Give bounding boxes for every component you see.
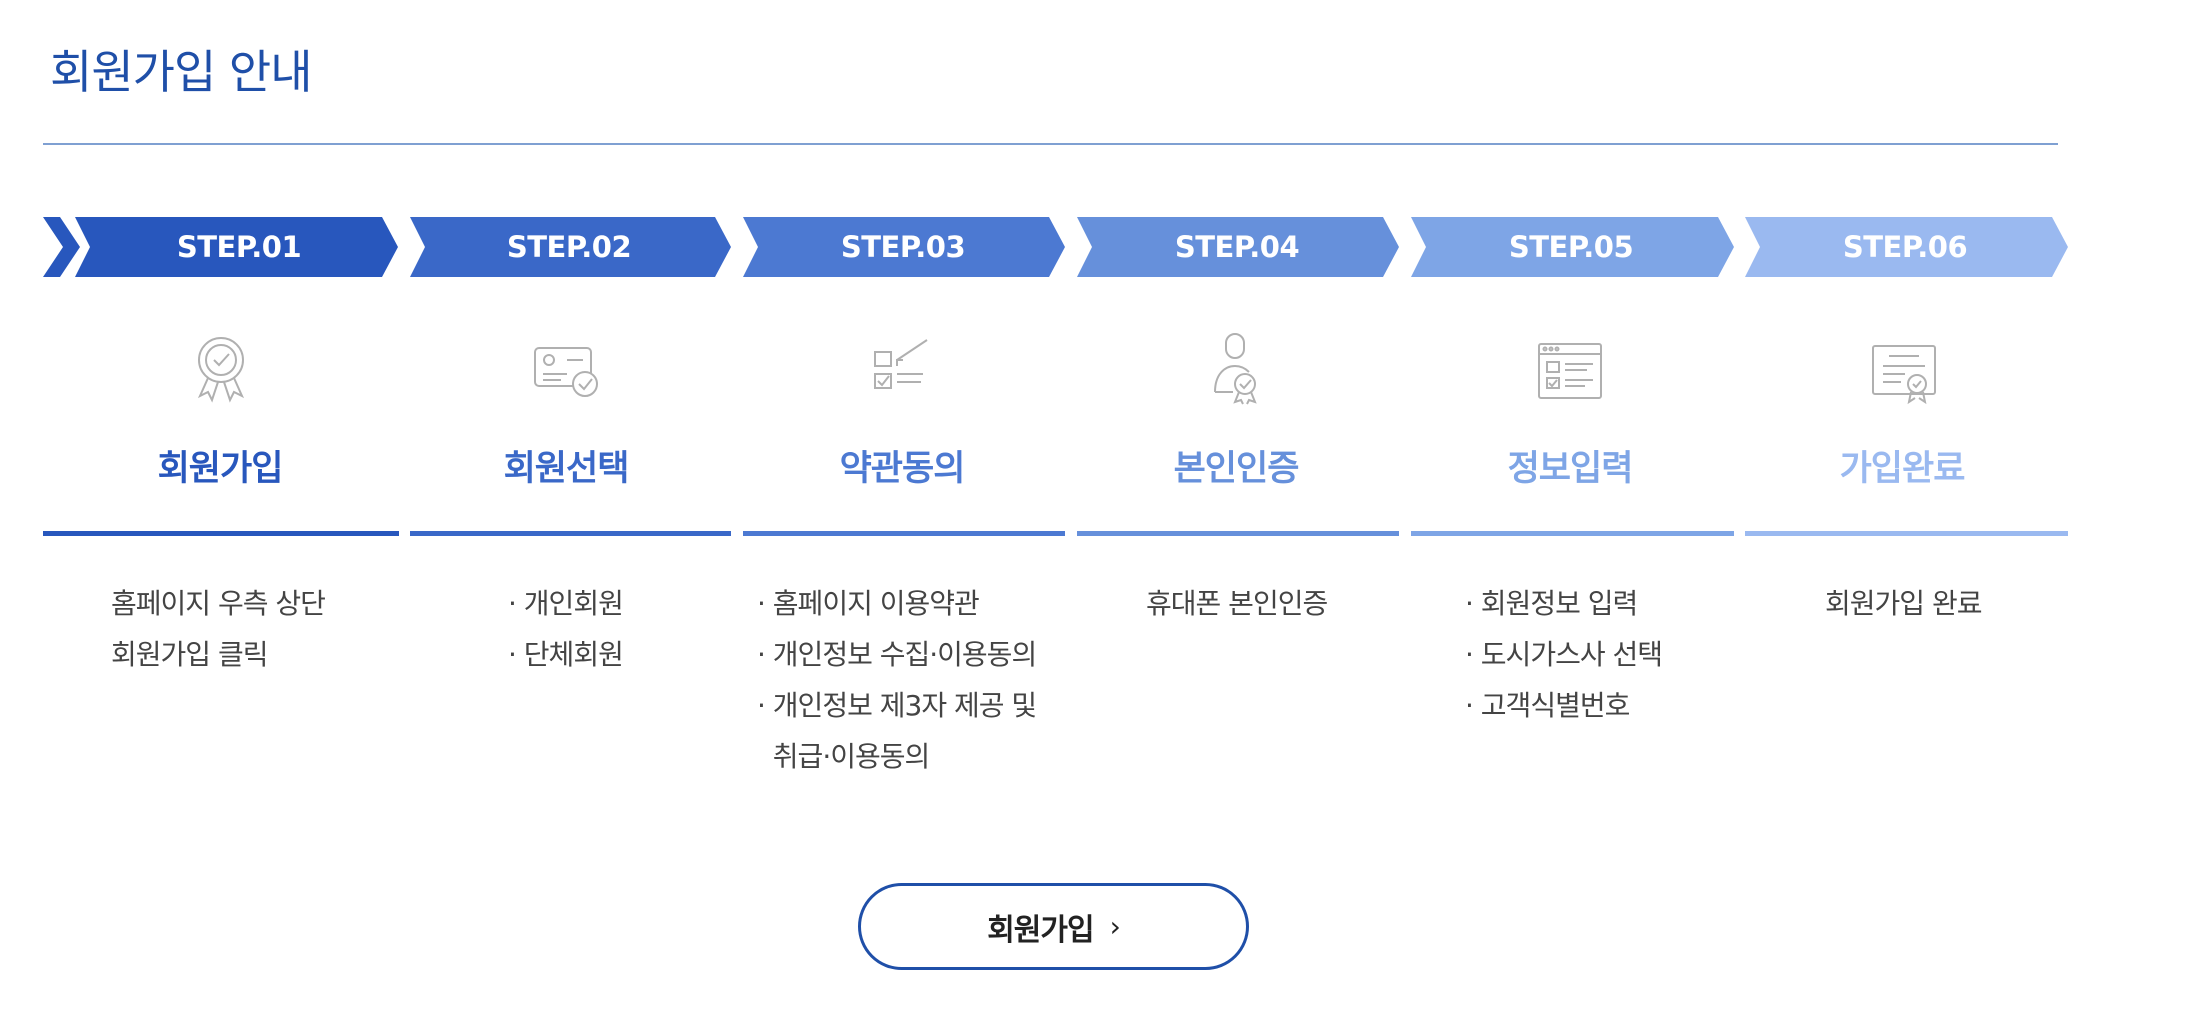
step-4-header: STEP.04: [1068, 215, 1406, 279]
step-1-desc-line: 홈페이지 우측 상단: [111, 587, 326, 620]
step-6-underline: [1745, 531, 2068, 536]
step-3-label: STEP.03: [840, 230, 966, 264]
step-3-desc-line: · 홈페이지 이용약관: [757, 587, 980, 620]
step-arrow-4: [1077, 217, 1399, 277]
chevron-right-icon: ›: [1109, 910, 1121, 943]
step-6-header: STEP.06: [1736, 215, 2074, 279]
step-arrow-6: [1745, 217, 2068, 277]
step-arrow-5: [1411, 217, 1734, 277]
step-arrow-3: [743, 217, 1065, 277]
step-1-header: STEP.01: [70, 215, 408, 279]
step-2-header: STEP.02: [400, 215, 738, 279]
step-1-desc-line: 회원가입 클릭: [111, 638, 268, 671]
step-6-label: STEP.06: [1842, 230, 1968, 264]
step-3-desc-line: · 개인정보 제3자 제공 및: [757, 689, 1037, 722]
step-3-underline: [743, 531, 1065, 536]
checklist-pen-icon: [867, 330, 937, 405]
step-1-label: STEP.01: [176, 230, 302, 264]
award-ribbon-icon: [186, 330, 256, 405]
step-1-underline: [43, 531, 399, 536]
page-title: 회원가입 안내: [50, 45, 313, 99]
step-4-description: 휴대폰 본인인증: [1146, 578, 1328, 629]
step-2-description: · 개인회원 · 단체회원: [508, 578, 624, 680]
step-2-desc-line: · 개인회원: [508, 587, 624, 620]
certificate-icon: [1869, 330, 1939, 405]
join-button[interactable]: 회원가입 ›: [858, 883, 1249, 970]
steps-arrow-bar: [43, 217, 2068, 277]
step-3-description: · 홈페이지 이용약관 · 개인정보 수집·이용동의 · 개인정보 제3자 제공…: [757, 578, 1037, 782]
step-2-underline: [410, 531, 731, 536]
step-2-label: STEP.02: [506, 230, 632, 264]
step-2-title: 회원선택: [503, 449, 630, 489]
title-divider: [43, 143, 2058, 145]
step-5-title: 정보입력: [1507, 449, 1634, 489]
id-card-check-icon: [531, 330, 601, 405]
step-5-underline: [1411, 531, 1734, 536]
step-6-desc-line: 회원가입 완료: [1825, 587, 1982, 620]
join-button-label: 회원가입: [987, 912, 1094, 948]
step-3-title: 약관동의: [839, 449, 966, 489]
step-6-title: 가입완료: [1839, 449, 1966, 489]
step-2-desc-line: · 단체회원: [508, 638, 624, 671]
step-3-desc-line: · 개인정보 수집·이용동의: [757, 638, 1037, 671]
step-4-title: 본인인증: [1173, 449, 1300, 489]
browser-form-icon: [1535, 330, 1605, 405]
step-6-description: 회원가입 완료: [1825, 578, 1982, 629]
step-arrow-1: [75, 217, 398, 277]
step-4-label: STEP.04: [1174, 230, 1300, 264]
step-5-label: STEP.05: [1508, 230, 1634, 264]
step-1-description: 홈페이지 우측 상단 회원가입 클릭: [111, 578, 326, 680]
step-5-desc-line: · 고객식별번호: [1465, 689, 1630, 722]
step-5-description: · 회원정보 입력 · 도시가스사 선택 · 고객식별번호: [1465, 578, 1663, 731]
step-arrow-2: [410, 217, 731, 277]
step-5-desc-line: · 회원정보 입력: [1465, 587, 1638, 620]
person-verified-icon: [1201, 330, 1271, 405]
step-3-header: STEP.03: [734, 215, 1072, 279]
step-5-header: STEP.05: [1402, 215, 1740, 279]
step-5-desc-line: · 도시가스사 선택: [1465, 638, 1663, 671]
step-4-desc-line: 휴대폰 본인인증: [1146, 587, 1328, 620]
step-1-title: 회원가입: [157, 449, 284, 489]
step-4-underline: [1077, 531, 1399, 536]
start-chevron-icon: [43, 217, 80, 277]
step-3-desc-line: 취급·이용동의: [757, 740, 930, 773]
